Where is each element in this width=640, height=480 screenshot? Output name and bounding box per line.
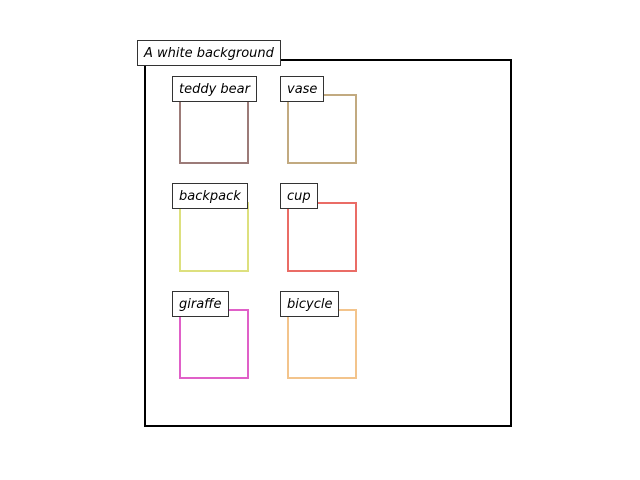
label-bicycle: bicycle [280,291,340,317]
box-teddy-bear [179,94,249,164]
label-giraffe: giraffe [172,291,229,317]
scene-frame [144,59,512,427]
label-cup: cup [280,183,318,209]
label-teddy-bear: teddy bear [172,76,257,102]
box-backpack [179,202,249,272]
scene-caption: A white background [137,40,281,66]
label-backpack: backpack [172,183,248,209]
box-bicycle [287,309,357,379]
box-giraffe [179,309,249,379]
box-vase [287,94,357,164]
box-cup [287,202,357,272]
label-vase: vase [280,76,325,102]
